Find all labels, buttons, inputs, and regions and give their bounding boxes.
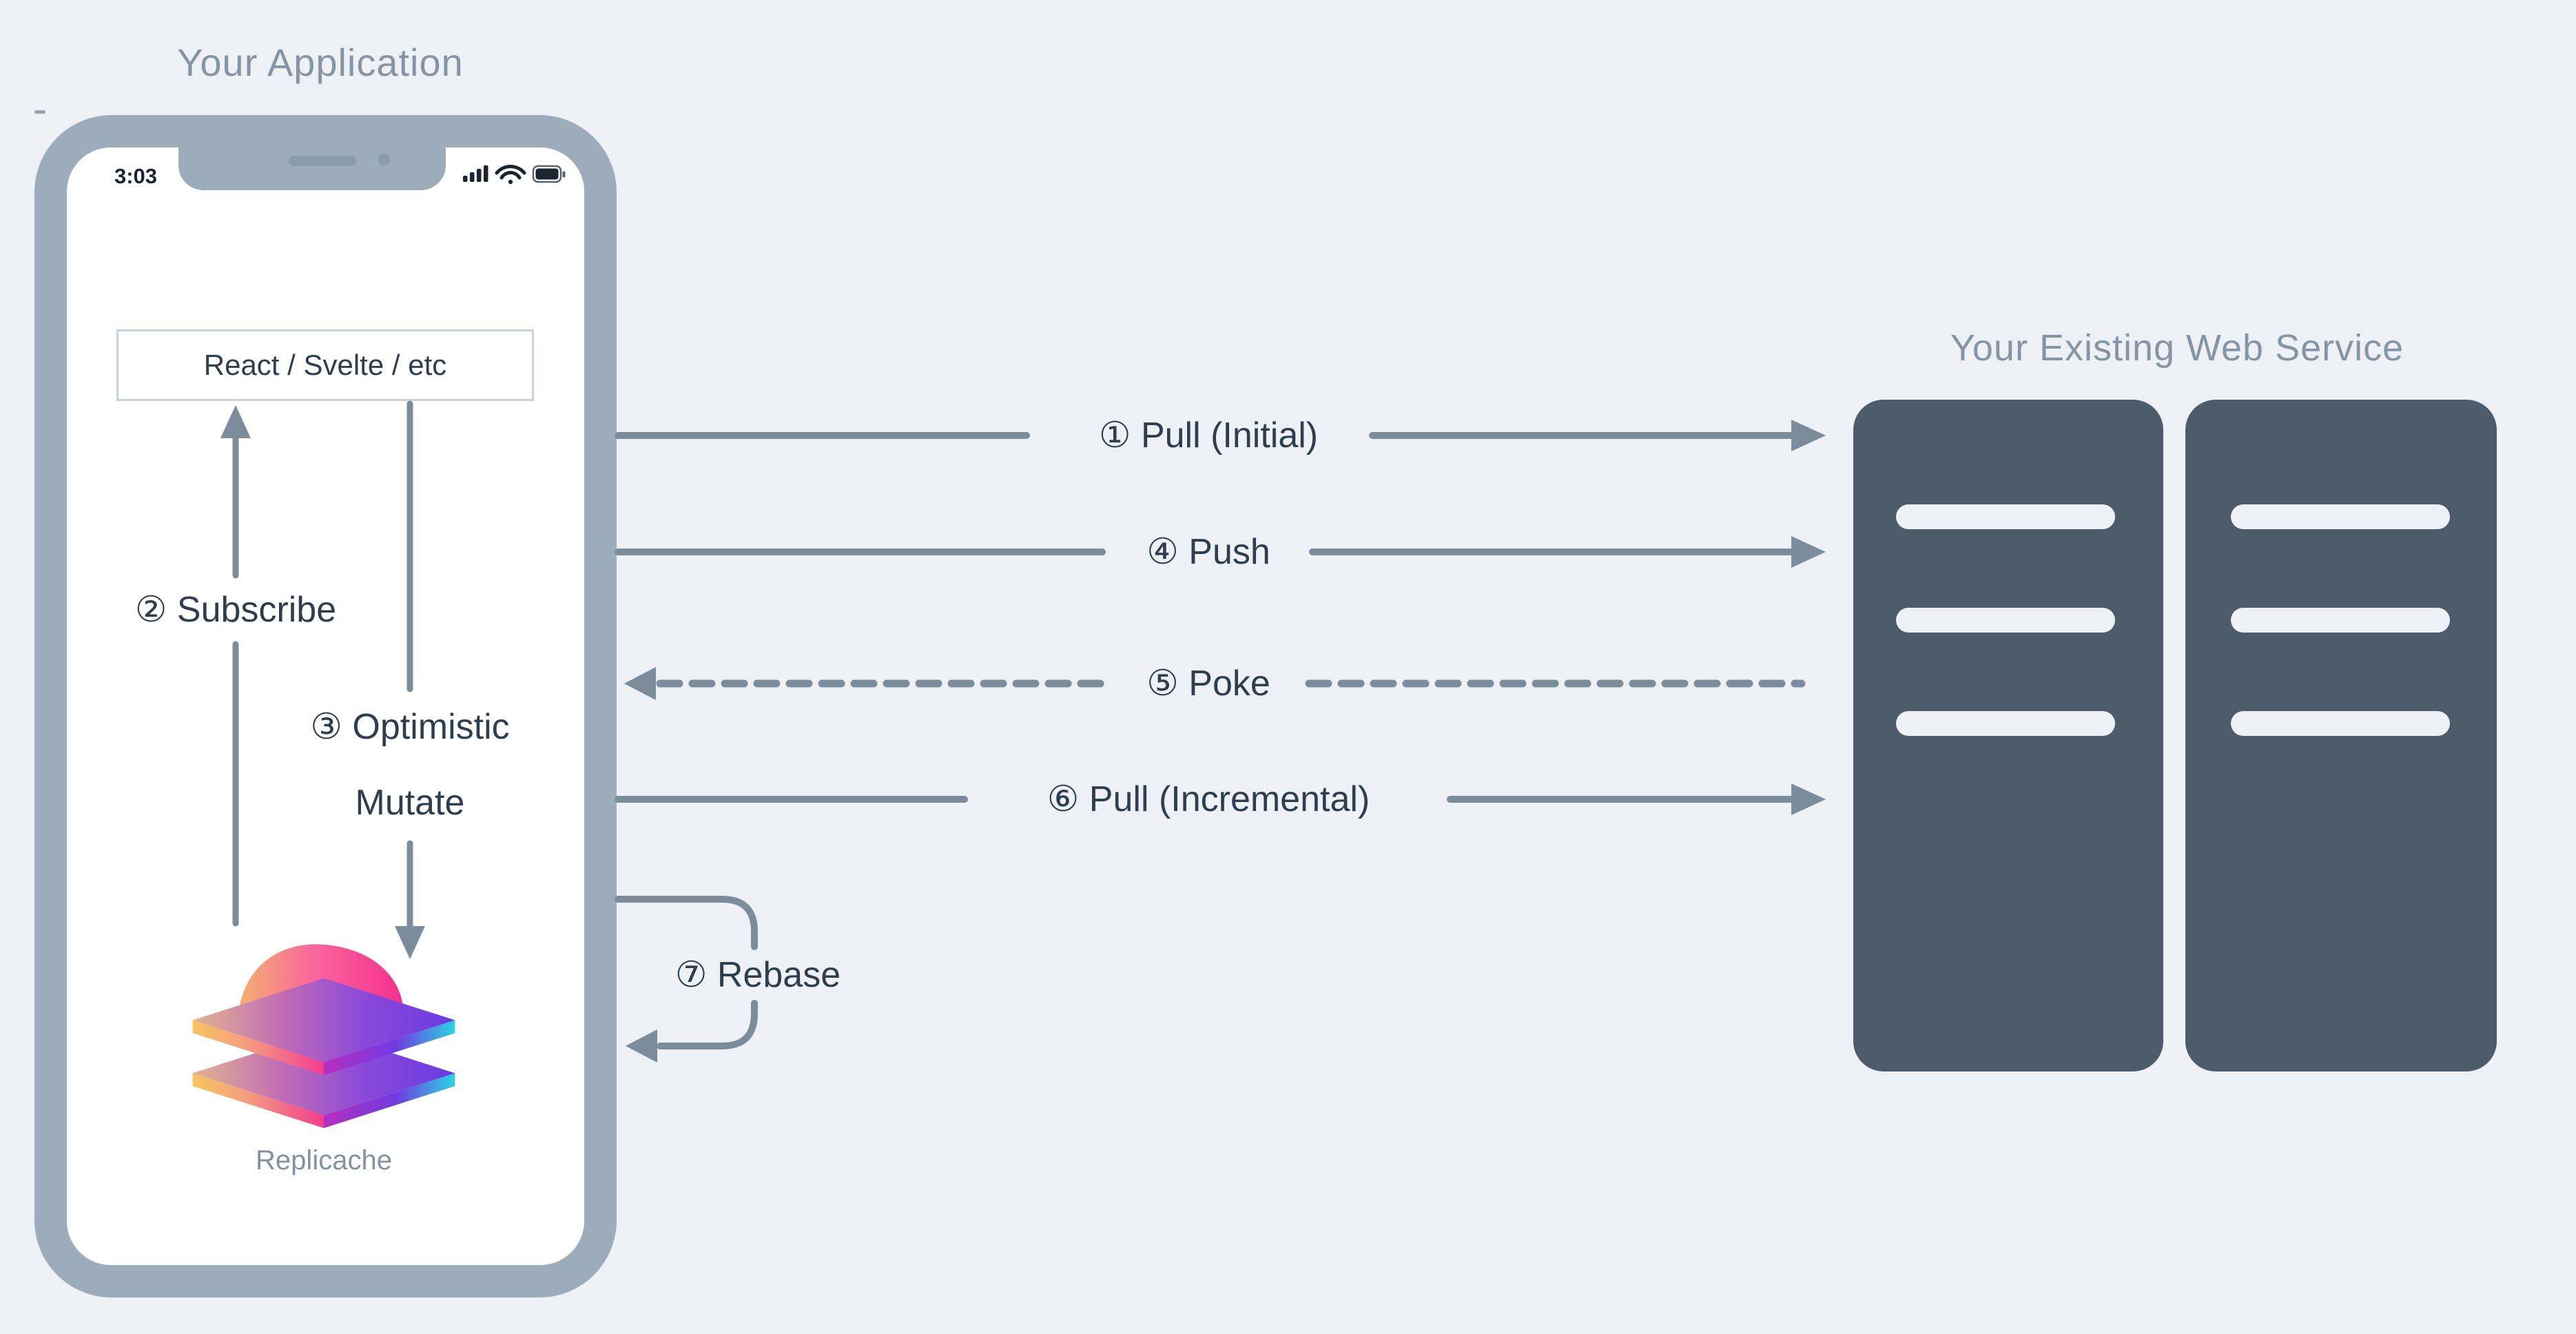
speaker-icon: [289, 156, 356, 166]
cellular-signal-icon: [463, 165, 488, 182]
optimistic-mutate-line1: ③ Optimistic: [310, 707, 510, 747]
web-service-title: Your Existing Web Service: [1950, 327, 2404, 369]
push-label: ④ Push: [1146, 532, 1270, 572]
server-slot: [2231, 504, 2450, 529]
server-slot: [2231, 711, 2450, 736]
status-bar-time: 3:03: [114, 164, 158, 188]
rebase-label: ⑦ Rebase: [674, 955, 841, 995]
corner-tick: [34, 110, 45, 114]
server-slot: [1896, 504, 2115, 529]
phone-screen: 3:03: [67, 147, 584, 1265]
pull-incremental-label: ⑥ Pull (Incremental): [1047, 779, 1370, 819]
server-tower: [1853, 400, 2163, 1071]
subscribe-flow-label: ② Subscribe: [134, 590, 337, 630]
server-tower: [2185, 400, 2497, 1071]
framework-box-label: React / Svelte / etc: [203, 349, 447, 381]
camera-icon: [378, 154, 390, 165]
pull-initial-label: ① Pull (Initial): [1098, 415, 1319, 455]
optimistic-mutate-line2: Mutate: [355, 783, 465, 823]
battery-icon: [532, 165, 566, 183]
poke-label: ⑤ Poke: [1146, 664, 1270, 704]
replicache-label: Replicache: [256, 1145, 392, 1176]
application-title: Your Application: [177, 41, 464, 84]
status-bar-icons: [463, 165, 566, 185]
server-slot: [2231, 608, 2450, 633]
logo-layer-top: [192, 978, 455, 1076]
server-slot: [1896, 711, 2115, 736]
phone-notch: [178, 147, 446, 190]
wifi-icon: [495, 165, 526, 185]
phone-frame: 3:03: [34, 115, 617, 1297]
framework-box: React / Svelte / etc: [116, 329, 534, 401]
replicache-logo-icon: [192, 944, 455, 1129]
optimistic-mutate-flow-label: ③ Optimistic Mutate: [272, 689, 548, 841]
server-slot: [1896, 608, 2115, 633]
